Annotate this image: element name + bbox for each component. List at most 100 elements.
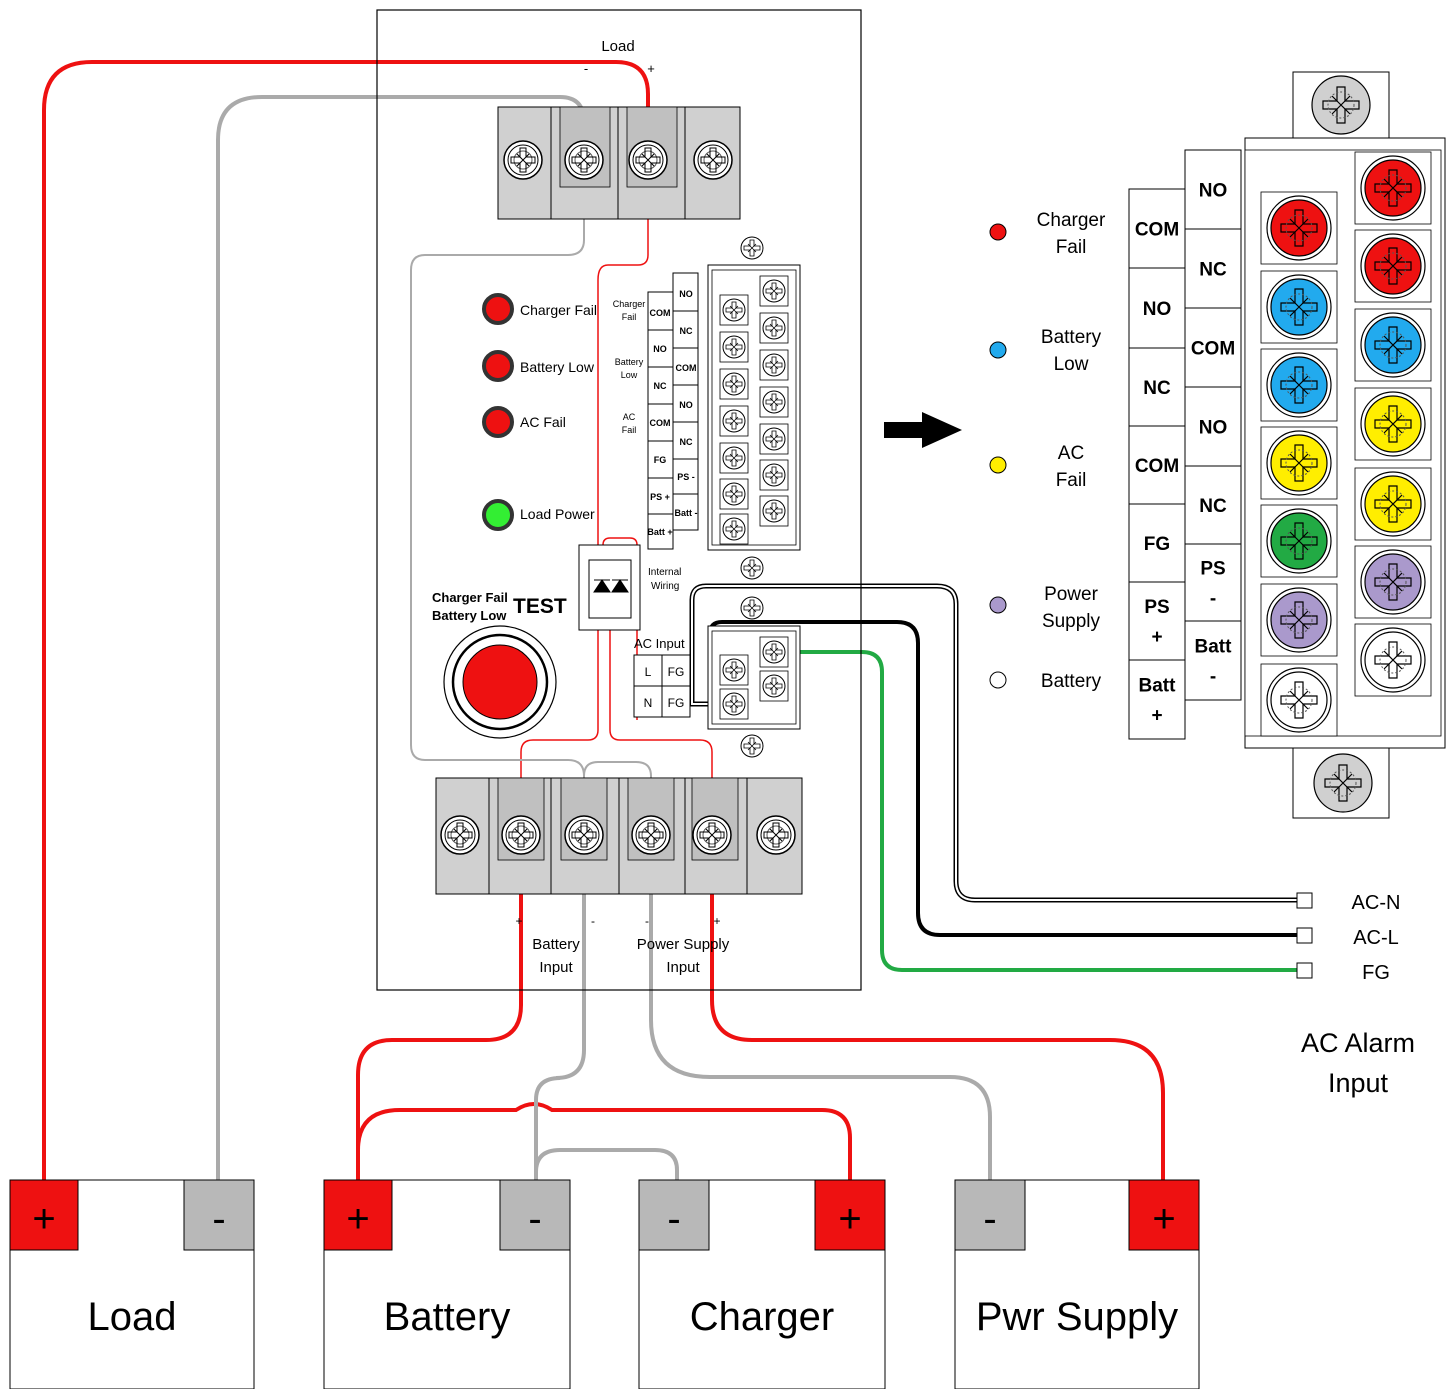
- zoom-terminal-label: FG: [1144, 534, 1170, 555]
- screw-icon: [740, 236, 764, 260]
- svg-text:L: L: [645, 665, 652, 679]
- ac-l-label: AC-L: [1353, 927, 1399, 949]
- input-terminal-block: + - - + Battery Input Power Supply Input: [435, 777, 803, 976]
- minus-terminal: [954, 1179, 1026, 1251]
- zoom-terminal-label: NC: [1199, 260, 1227, 281]
- terminal-square-icon: [1296, 927, 1313, 944]
- device-charger: - + Charger: [638, 1179, 886, 1390]
- svg-text:Charger: Charger: [1037, 210, 1106, 231]
- svg-text:Batt +: Batt +: [647, 527, 672, 537]
- relay-group-labels: Charger Fail Battery Low AC Fail: [613, 299, 646, 435]
- zoom-terminal-label: +: [1151, 627, 1162, 648]
- zoom-terminal-label: PS: [1144, 597, 1169, 618]
- svg-text:-: -: [983, 1197, 996, 1241]
- zoom-terminal-label: NC: [1143, 378, 1171, 399]
- svg-text:Batt -: Batt -: [675, 508, 698, 518]
- svg-text:NO: NO: [653, 344, 667, 354]
- svg-text:COM: COM: [650, 308, 671, 318]
- zoom-terminal-label: COM: [1191, 339, 1235, 360]
- alarm-panel: Load - + Charger Fail Battery Low AC Fai…: [376, 9, 862, 991]
- zoom-terminal-label: COM: [1135, 456, 1179, 477]
- ac-input-title: AC Input: [634, 636, 685, 651]
- zoom-terminal-label: NO: [1199, 418, 1228, 439]
- color-legend: Charger Fail Battery Low AC Fail Power S…: [989, 210, 1106, 692]
- led-label: Charger Fail: [520, 302, 597, 318]
- svg-text:Fail: Fail: [1056, 237, 1087, 258]
- zoom-terminal-label: -: [1210, 589, 1216, 610]
- svg-text:FG: FG: [668, 696, 685, 710]
- screw-icon: [564, 815, 604, 855]
- zoom-terminal-label: NO: [1199, 181, 1228, 202]
- screw-icon: [762, 499, 786, 523]
- svg-text:AC: AC: [623, 412, 636, 422]
- screw-icon: [722, 446, 746, 470]
- minus-terminal: [183, 1179, 255, 1251]
- screw-icon: [722, 658, 746, 682]
- diode-icon: [593, 579, 611, 593]
- svg-text:-: -: [528, 1197, 541, 1241]
- svg-text:-: -: [591, 914, 595, 928]
- wires: [42, 60, 1297, 1180]
- screw-icon: [722, 692, 746, 716]
- svg-text:Low: Low: [621, 370, 638, 380]
- load-label: Load: [601, 38, 634, 55]
- screw-icon: [631, 815, 671, 855]
- psu-input-label: Input: [666, 959, 700, 976]
- wire-internal-red: [520, 160, 649, 830]
- ac-alarm-title: AC Alarm: [1301, 1028, 1415, 1058]
- svg-text:Power: Power: [1044, 584, 1099, 605]
- screw-icon: [722, 409, 746, 433]
- svg-text:+: +: [838, 1197, 861, 1241]
- plus-terminal: [814, 1179, 886, 1251]
- arrow-right-icon: [884, 412, 962, 448]
- svg-text:AC: AC: [1058, 443, 1084, 464]
- device-battery: + - Battery: [323, 1179, 571, 1390]
- led-label: Battery Low: [520, 359, 595, 375]
- svg-text:Battery: Battery: [615, 357, 644, 367]
- load-terminal-block: [497, 106, 741, 220]
- led-icon: [482, 350, 514, 382]
- led-label: Load Power: [520, 506, 595, 522]
- zoom-terminal-label: -: [1210, 667, 1216, 688]
- internal-wiring-label: Wiring: [651, 581, 679, 592]
- legend-swatch: [989, 341, 1007, 359]
- screw-icon: [756, 815, 796, 855]
- screw-icon: [740, 596, 764, 620]
- device-name: Load: [88, 1295, 177, 1339]
- svg-text:FG: FG: [668, 665, 685, 679]
- wire-internal-red-2: [609, 545, 713, 830]
- svg-text:Charger: Charger: [613, 299, 646, 309]
- wire-psu-minus: [649, 830, 992, 1180]
- svg-text:Battery: Battery: [1041, 327, 1102, 348]
- svg-text:N: N: [644, 696, 653, 710]
- wire-battery-charger-plus: [356, 1102, 852, 1180]
- fg-label: FG: [1362, 962, 1390, 984]
- relay-right-table: NO NC COM NO NC PS - Batt -: [672, 272, 699, 531]
- psu-input-label: Power Supply: [637, 936, 730, 953]
- svg-text:+: +: [713, 914, 720, 928]
- svg-text:+: +: [1152, 1197, 1175, 1241]
- led-icon: [482, 293, 514, 325]
- svg-text:Battery: Battery: [1041, 671, 1102, 692]
- device-name: Charger: [690, 1295, 835, 1339]
- svg-text:NO: NO: [679, 400, 693, 410]
- screw-icon: [564, 140, 604, 180]
- wire-psu-plus: [710, 830, 1165, 1180]
- legend-swatch: [989, 596, 1007, 614]
- svg-text:Fail: Fail: [622, 425, 637, 435]
- screw-icon: [762, 353, 786, 377]
- panel-outline: [376, 9, 862, 991]
- test-button[interactable]: Charger Fail Battery Low TEST: [432, 590, 567, 739]
- legend-swatch: [989, 671, 1007, 689]
- screw-icon: [762, 427, 786, 451]
- plus-terminal: [323, 1179, 393, 1251]
- svg-text:+: +: [346, 1197, 369, 1241]
- minus-terminal: [638, 1179, 710, 1251]
- screw-icon: [762, 316, 786, 340]
- led-ac-fail: AC Fail: [482, 406, 566, 438]
- ac-alarm-input: AC-N AC-L FG AC Alarm Input: [1296, 892, 1415, 1098]
- wire-internal-gray: [410, 160, 585, 830]
- relay-screws: [719, 275, 789, 720]
- zoom-terminal-label: Batt: [1195, 637, 1233, 658]
- svg-text:NC: NC: [680, 326, 693, 336]
